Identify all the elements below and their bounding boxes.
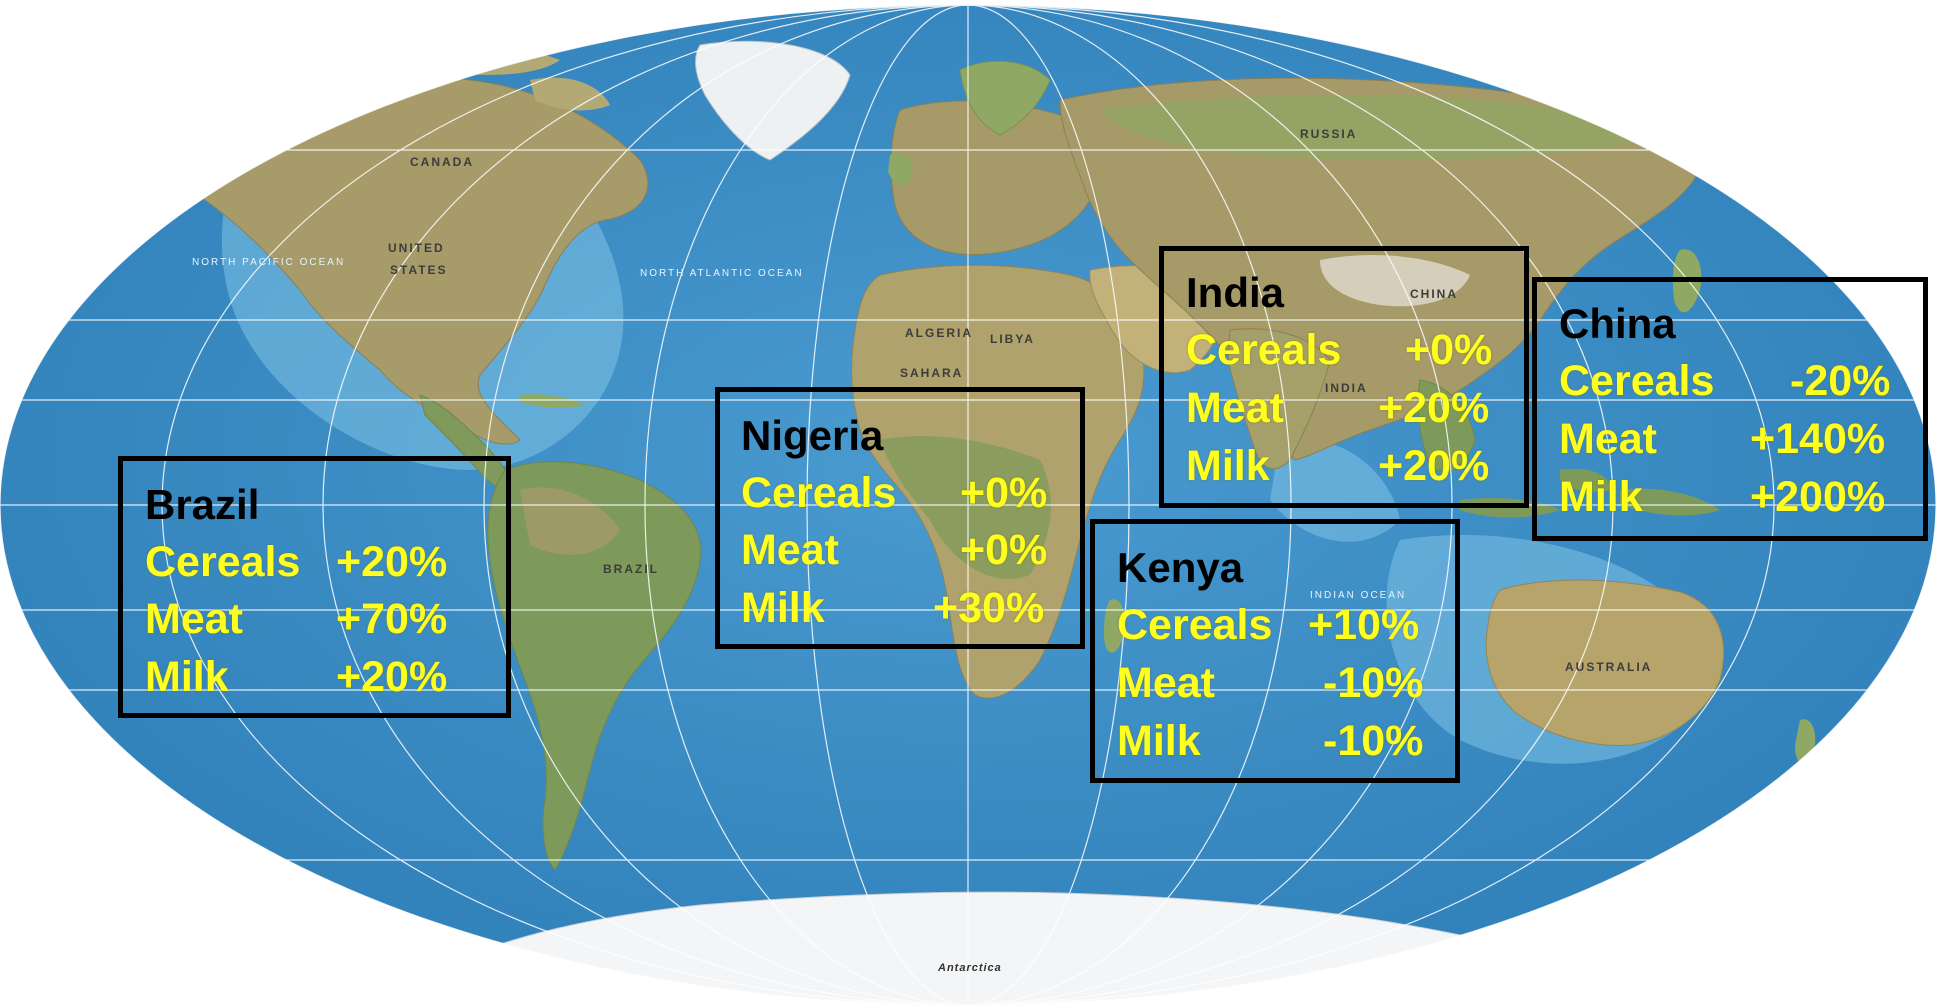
change-value: +20% [1378,384,1490,432]
label-north-atlantic: NORTH ATLANTIC OCEAN [640,268,804,279]
label-australia: AUSTRALIA [1565,660,1653,674]
change-value: +200% [1750,473,1886,521]
region-box-kenya [1090,519,1460,783]
item-label: Meat [1186,384,1284,432]
label-russia: RUSSIA [1300,127,1358,141]
item-label: Milk [1117,717,1201,765]
region-box-nigeria [715,387,1085,649]
label-libya: LIBYA [990,332,1035,346]
item-label: Milk [741,584,825,632]
label-algeria: ALGERIA [905,326,973,340]
region-box-china [1532,277,1928,541]
change-value: -20% [1790,357,1891,405]
region-name-kenya: Kenya [1117,544,1244,591]
region-name-china: China [1559,300,1676,347]
item-label: Cereals [1559,357,1715,405]
label-indian-ocean: INDIAN OCEAN [1310,590,1407,601]
label-china-map: CHINA [1410,287,1458,301]
item-label: Meat [741,526,839,574]
label-states: STATES [390,263,448,277]
change-value: +70% [336,595,448,643]
change-value: +30% [933,584,1045,632]
label-brazil-map: BRAZIL [603,562,659,576]
change-value: +10% [1308,601,1420,649]
item-label: Cereals [1117,601,1273,649]
change-value: +0% [960,469,1048,517]
label-canada: CANADA [410,155,474,169]
land-australia [1485,579,1725,746]
item-label: Meat [1559,415,1657,463]
change-value: +0% [1405,326,1493,374]
item-label: Cereals [741,469,897,517]
region-box-brazil [118,456,511,718]
change-value: -10% [1323,659,1424,707]
item-label: Milk [1559,473,1643,521]
item-label: Cereals [145,538,301,586]
land-india [1227,328,1331,470]
change-value: +20% [336,653,448,701]
label-united: UNITED [388,241,445,255]
label-sahara: SAHARA [900,366,964,380]
region-name-nigeria: Nigeria [741,412,884,459]
change-value: -10% [1323,717,1424,765]
item-label: Milk [1186,442,1270,490]
region-name-india: India [1186,269,1285,316]
item-label: Milk [145,653,229,701]
region-name-brazil: Brazil [145,481,260,528]
land-greenland [694,40,851,161]
item-label: Meat [145,595,243,643]
item-label: Cereals [1186,326,1342,374]
item-label: Meat [1117,659,1215,707]
label-india-map: INDIA [1325,381,1368,395]
graticule [0,4,1936,1005]
region-box-india [1159,246,1529,508]
change-value: +0% [960,526,1048,574]
change-value: +20% [336,538,448,586]
change-value: +20% [1378,442,1490,490]
label-antarctica: Antarctica [938,962,1002,974]
change-value: +140% [1750,415,1886,463]
land-europe [890,100,1097,256]
label-north-pacific: NORTH PACIFIC OCEAN [192,257,346,268]
